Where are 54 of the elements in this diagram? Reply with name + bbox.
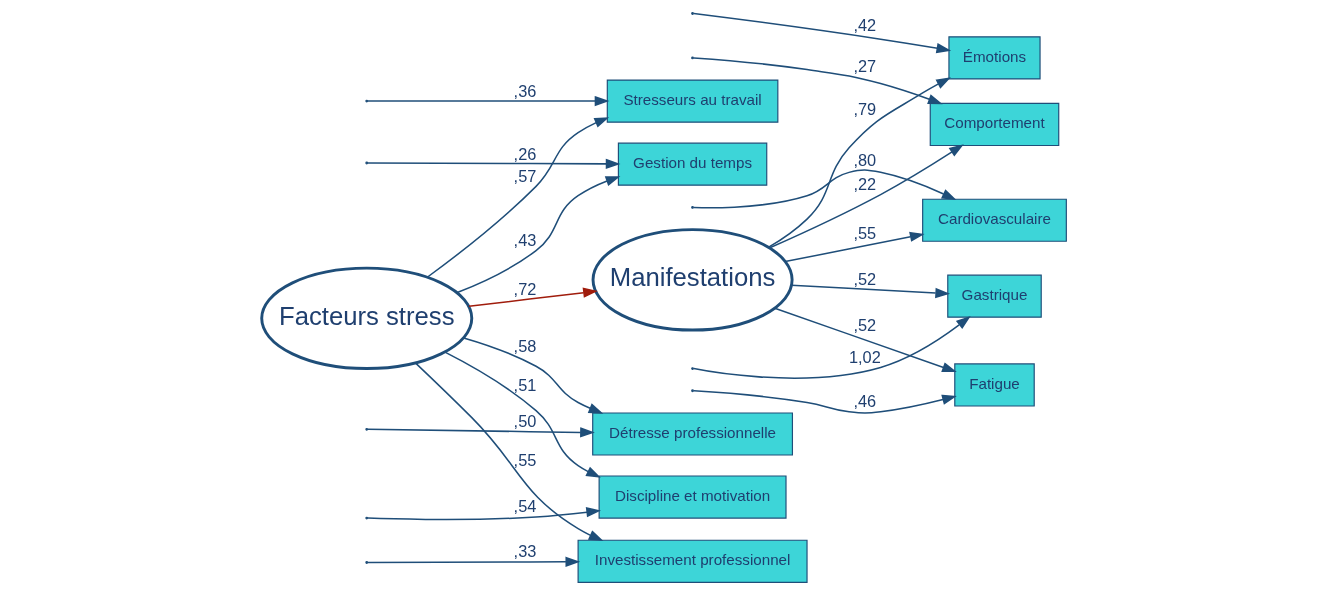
- edge-label: 1,02: [848, 347, 881, 366]
- edge-label: ,51: [513, 376, 537, 395]
- node-box: Émotions: [948, 36, 1041, 80]
- arrow: [367, 556, 581, 567]
- arrow: [693, 12, 952, 54]
- arrow: [693, 169, 957, 209]
- arrow: [468, 287, 598, 308]
- arrow: [784, 231, 925, 263]
- edge-label: ,55: [513, 450, 537, 469]
- node-box: Gestion du temps: [617, 142, 768, 186]
- node-ellipse: Facteurs stress: [260, 266, 474, 371]
- node-box: Comportement: [929, 102, 1060, 147]
- arrow: [367, 427, 595, 438]
- arrow: [367, 95, 610, 107]
- node-ellipse: Manifestations: [591, 228, 794, 332]
- node-box: Détresse professionnelle: [592, 412, 793, 456]
- arrow: [693, 57, 943, 105]
- arrow: [444, 351, 601, 478]
- edge-label: ,46: [853, 392, 877, 411]
- edge-label: ,58: [513, 337, 537, 356]
- arrow: [769, 144, 964, 249]
- node-box: Fatigue: [954, 363, 1035, 407]
- edge-label: ,26: [513, 144, 537, 163]
- edge-label: ,22: [853, 175, 877, 194]
- edge-label: ,52: [853, 316, 877, 335]
- arrow: [790, 284, 951, 299]
- arrow: [426, 117, 610, 278]
- edge-label: ,42: [853, 16, 877, 35]
- node-box: Cardiovasculaire: [922, 198, 1067, 242]
- edge-label: ,33: [513, 541, 537, 560]
- edge-label: ,50: [513, 412, 537, 431]
- edge-label: ,79: [853, 100, 877, 119]
- node-box: Discipline et motivation: [598, 475, 787, 519]
- edge-label: ,52: [853, 269, 877, 288]
- edge-label: ,54: [513, 497, 537, 516]
- arrow: [367, 158, 621, 170]
- edge-label: ,57: [513, 166, 537, 185]
- edge-label: ,55: [853, 224, 877, 243]
- edge-label: ,36: [513, 81, 537, 100]
- node-box: Gastrique: [947, 274, 1042, 318]
- arrow: [414, 362, 604, 542]
- node-box: Investissement professionnel: [577, 539, 808, 583]
- node-box: Stresseurs au travail: [606, 79, 779, 123]
- arrow: [767, 77, 951, 248]
- arrow: [774, 307, 957, 373]
- edge-label: ,43: [513, 231, 537, 250]
- edge-label: ,27: [853, 57, 877, 76]
- arrow: [456, 176, 621, 294]
- arrow: [462, 337, 604, 414]
- arrow: [367, 507, 602, 521]
- arrow: [693, 390, 957, 414]
- edge-label: ,72: [513, 280, 537, 299]
- edge-label: ,80: [853, 150, 877, 169]
- arrow: [693, 315, 971, 379]
